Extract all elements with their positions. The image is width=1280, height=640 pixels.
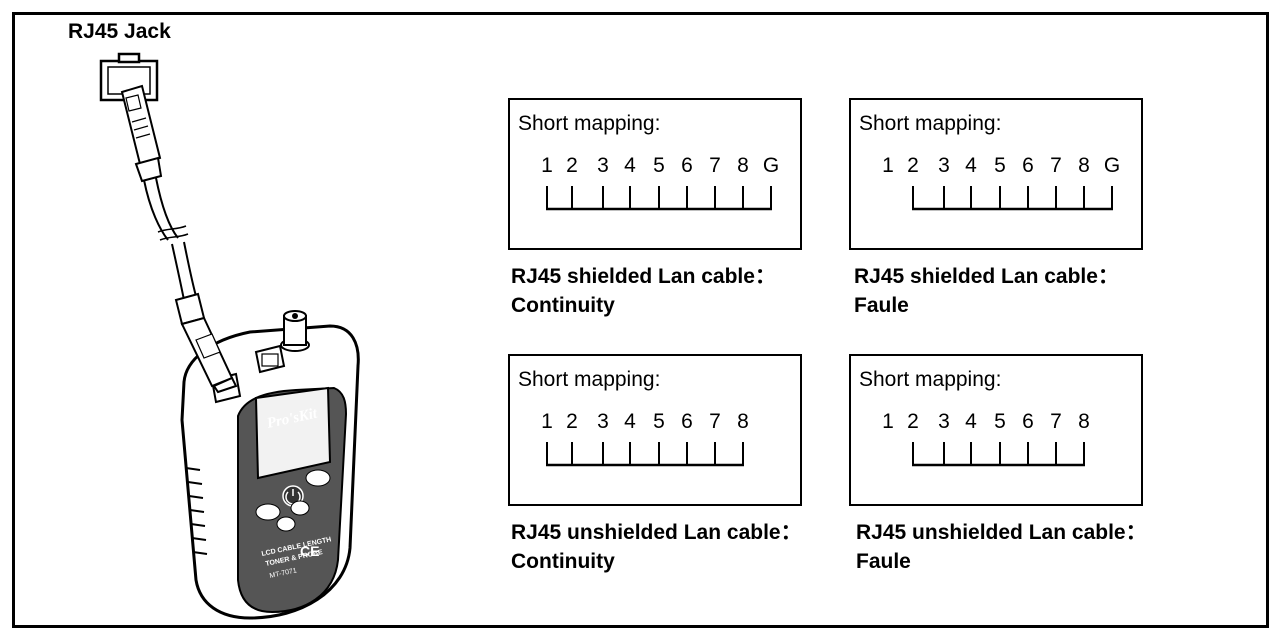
pin-label-3: 3 (938, 154, 950, 177)
tester-body-icon: Pro'sKit LCD CABLE LENGTH TONER & PROBE … (180, 310, 360, 620)
pin-label-7: 7 (709, 410, 721, 433)
svg-text:CE: CE (300, 543, 319, 559)
bottom-rj45-plug-icon (174, 292, 238, 394)
pin-label-4: 4 (965, 410, 977, 433)
pin-label-2: 2 (566, 410, 578, 433)
diagram-frame (12, 12, 1269, 628)
pin-label-1: 1 (882, 154, 894, 177)
rj45-jack-label: RJ45 Jack (68, 20, 171, 43)
caption-shielded-fault: RJ45 shielded Lan cable： Faule (854, 262, 1119, 320)
pin-label-6: 6 (1022, 154, 1034, 177)
caption-line-2: Faule (856, 550, 911, 573)
pin-label-8: 8 (737, 154, 749, 177)
pin-label-1: 1 (541, 154, 553, 177)
caption-line-2: Continuity (511, 550, 615, 573)
caption-line-1: RJ45 unshielded Lan cable： (511, 521, 802, 544)
pin-label-1: 1 (541, 410, 553, 433)
caption-line-1: RJ45 shielded Lan cable： (511, 265, 776, 288)
panel-title: Short mapping: (859, 368, 1002, 391)
caption-line-1: RJ45 unshielded Lan cable： (856, 521, 1147, 544)
pin-label-3: 3 (938, 410, 950, 433)
pin-label-5: 5 (653, 410, 665, 433)
caption-line-2: Faule (854, 294, 909, 317)
pin-label-7: 7 (709, 154, 721, 177)
caption-line-1: RJ45 shielded Lan cable： (854, 265, 1119, 288)
panel-title: Short mapping: (859, 112, 1002, 135)
pin-label-1: 1 (882, 410, 894, 433)
pin-label-6: 6 (681, 154, 693, 177)
pin-label-6: 6 (1022, 410, 1034, 433)
pin-label-3: 3 (597, 154, 609, 177)
pin-label-G: G (1104, 154, 1120, 177)
pin-label-4: 4 (965, 154, 977, 177)
pin-label-G: G (763, 154, 779, 177)
caption-line-2: Continuity (511, 294, 615, 317)
panel-title: Short mapping: (518, 112, 661, 135)
pin-label-7: 7 (1050, 410, 1062, 433)
cable-tester-illustration: Pro'sKit LCD CABLE LENGTH TONER & PROBE … (99, 52, 360, 620)
pin-label-4: 4 (624, 410, 636, 433)
pin-label-3: 3 (597, 410, 609, 433)
pin-label-5: 5 (994, 154, 1006, 177)
pin-label-2: 2 (566, 154, 578, 177)
pin-label-6: 6 (681, 410, 693, 433)
caption-unshielded-fault: RJ45 unshielded Lan cable： Faule (856, 518, 1147, 576)
pin-label-8: 8 (1078, 410, 1090, 433)
pin-label-4: 4 (624, 154, 636, 177)
pin-label-8: 8 (737, 410, 749, 433)
patch-cable-icon (143, 177, 198, 301)
pin-label-7: 7 (1050, 154, 1062, 177)
pin-label-8: 8 (1078, 154, 1090, 177)
pin-label-5: 5 (653, 154, 665, 177)
pin-label-5: 5 (994, 410, 1006, 433)
pin-label-2: 2 (907, 410, 919, 433)
caption-unshielded-continuity: RJ45 unshielded Lan cable： Continuity (511, 518, 802, 576)
caption-shielded-continuity: RJ45 shielded Lan cable： Continuity (511, 262, 776, 320)
pin-label-2: 2 (907, 154, 919, 177)
top-rj45-plug-icon (120, 84, 163, 183)
panel-title: Short mapping: (518, 368, 661, 391)
